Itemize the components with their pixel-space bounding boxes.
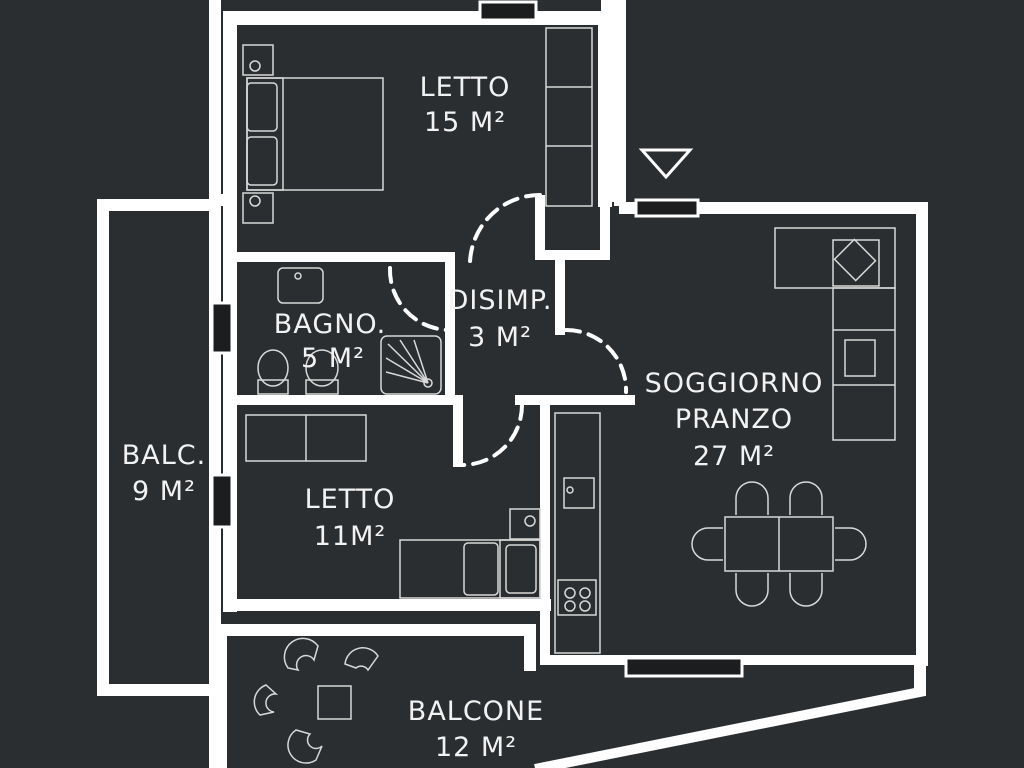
chair-icon [283,637,319,672]
north-arrow-icon [638,148,694,180]
chair-icon [691,481,867,607]
room-name: DISIMP. [448,285,553,316]
room-name: LETTO [420,72,511,103]
window-icon [478,0,538,22]
window-icon [624,656,744,678]
door-swing-icon [564,328,629,394]
window-icon [210,301,234,355]
door-swings [387,192,629,467]
window-icon [210,473,234,529]
walls [97,0,928,768]
room-disimpegno: DISIMP. 3 M² [448,285,553,353]
room-balcone: BALCONE 12 M² [408,696,544,763]
windows [210,0,744,678]
dining-table-icon [724,516,834,572]
door-swing-icon [460,403,524,467]
room-area: 12 M² [435,732,517,763]
room-area: 15 M² [424,107,506,138]
chair-icon [344,647,379,672]
room-letto-2: LETTO 11M² [305,484,396,552]
room-bagno: BAGNO. 5 M² [274,309,386,374]
wardrobe-icon [245,414,367,462]
sink-icon [277,267,324,304]
chair-icon [287,729,323,764]
window-icon [634,198,700,218]
room-area: 5 M² [301,343,365,374]
wardrobe-icon [545,27,593,207]
room-balc: BALC. 9 M² [122,440,206,507]
room-letto-1: LETTO 15 M² [420,72,511,138]
room-soggiorno: SOGGIORNO PRANZO 27 M² [645,368,824,472]
shower-icon [380,335,442,395]
kitchen-counter-icon [554,412,601,654]
room-area: 3 M² [468,322,532,353]
room-area: 9 M² [132,476,196,507]
room-area: 11M² [314,521,386,552]
door-swing-icon [468,192,542,264]
door-swing-icon [387,266,454,333]
room-name-line-2: PRANZO [675,404,793,435]
room-name: BALCONE [408,696,544,727]
room-name: LETTO [305,484,396,515]
table-icon [317,685,352,720]
room-name: SOGGIORNO [645,368,824,399]
room-name: BAGNO. [274,309,386,340]
room-name: BALC. [122,440,206,471]
sofa-icon [774,227,896,441]
chair-icon [253,684,279,716]
room-area: 27 M² [693,441,775,472]
toilet-icon [257,349,339,395]
bed-icon [399,508,541,599]
balcony-furniture [253,637,379,764]
bed-icon [242,44,384,224]
